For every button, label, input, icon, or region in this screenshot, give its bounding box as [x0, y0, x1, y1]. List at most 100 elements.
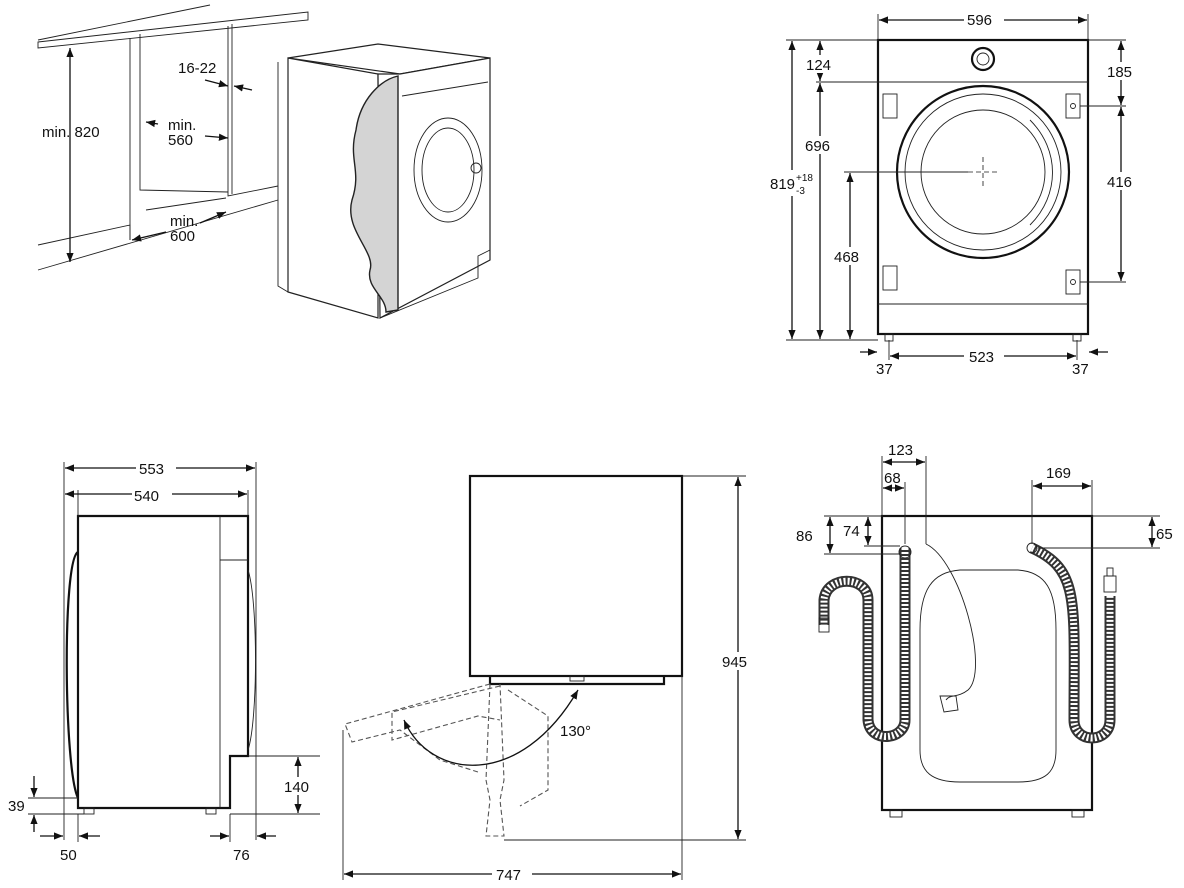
- machine-plinth: [379, 249, 491, 319]
- door-open-130: [391, 685, 501, 741]
- mask-596: [964, 10, 1004, 28]
- niche-gap-label: 16-22: [178, 60, 216, 77]
- side-door-profile: [65, 551, 79, 799]
- machine-door-outer: [413, 117, 483, 223]
- power-plug-icon: [939, 695, 959, 713]
- side-view: 553 540 39 50 140 76: [8, 459, 320, 864]
- power-cord: [925, 543, 976, 701]
- door-open-outline: [344, 683, 491, 773]
- worktop-edge: [37, 4, 211, 41]
- inlet-connector-top: [1106, 567, 1114, 577]
- rear-offset-label: 76: [233, 847, 250, 864]
- machine-door-handle: [470, 162, 482, 174]
- mask-819: [764, 170, 820, 196]
- hinge-spacing-label: 416: [1107, 174, 1132, 191]
- rear-foot-right: [1071, 809, 1085, 818]
- side-foot-front: [83, 807, 95, 815]
- inlet-offset-label: 169: [1046, 465, 1071, 482]
- niche-height-label: min. 820: [42, 124, 100, 141]
- front-offset-label: 50: [60, 847, 77, 864]
- side-depth-total-label: 553: [139, 461, 164, 478]
- foot-height-label: 39: [8, 798, 25, 815]
- feet-span-label: 523: [969, 349, 994, 366]
- door-hinge-top-left-icon: [882, 93, 898, 119]
- niche-view: min. 820 16-22 min. 560 min. 600: [37, 4, 491, 319]
- inlet-hose: [1029, 543, 1116, 744]
- rear-service-panel: [919, 569, 1057, 783]
- front-view: 596 819 +18 -3 124 696 468 185 416: [764, 10, 1140, 378]
- mask-540: [132, 486, 172, 504]
- niche-width-label-2: 560: [168, 132, 193, 149]
- door-hinge-bottom-right-icon: [1065, 269, 1081, 295]
- mask-185: [1104, 62, 1140, 80]
- gap-arrow-left: [204, 79, 229, 88]
- door-angle-label: 130°: [560, 723, 591, 740]
- rear-foot-left: [889, 809, 903, 818]
- niche-depth-label-2: 600: [170, 228, 195, 245]
- front-door-hinge-arc: [1029, 119, 1053, 226]
- niche-depth-label-1: min.: [170, 213, 198, 230]
- drain-offset-label: 68: [884, 470, 901, 487]
- door-open-side: [507, 689, 549, 807]
- control-panel-line: [401, 81, 489, 97]
- rear-step-label: 140: [284, 779, 309, 796]
- drum-center-label: 468: [834, 249, 859, 266]
- hinge-hole-top: [1070, 103, 1076, 109]
- front-door-height-label: 696: [805, 138, 830, 155]
- worktop: [37, 11, 309, 49]
- niche-depth-arrow-right: [199, 211, 227, 224]
- door-hinge-bottom-left-icon: [882, 265, 898, 291]
- front-height-tol-minus: -3: [796, 186, 805, 197]
- power-knob-icon: [970, 46, 996, 72]
- inlet-height-label: 65: [1156, 526, 1173, 543]
- hose-offset-label: 123: [888, 442, 913, 459]
- niche-width-arrow: [145, 119, 159, 128]
- front-height-tol-plus: +18: [796, 173, 813, 184]
- side-panel-cutaway: [350, 75, 399, 313]
- door-angle-arc: [403, 689, 579, 766]
- floor-line: [37, 199, 279, 271]
- rear-body: [880, 514, 1094, 812]
- top-door-closed: [488, 676, 666, 686]
- mask-523: [964, 346, 1004, 364]
- left-foot-label: 37: [876, 361, 893, 378]
- machine-door-inner: [421, 127, 475, 213]
- gap-arrow-right: [233, 84, 253, 92]
- front-body: [876, 38, 1090, 336]
- hinge-hole-bottom: [1070, 279, 1076, 285]
- hinge-top-label: 185: [1107, 64, 1132, 81]
- niche-width-label-1: min.: [168, 117, 196, 134]
- drain-inner-label: 74: [843, 523, 860, 540]
- inlet-hose-ribs: [1030, 544, 1114, 742]
- inlet-connector-icon: [1103, 575, 1117, 593]
- door-hinge-top-right-icon: [1065, 93, 1081, 119]
- mask-124: [804, 55, 838, 73]
- machine-panel-back: [277, 62, 289, 293]
- front-width-label: 596: [967, 12, 992, 29]
- mask-747: [492, 865, 532, 883]
- mask-553: [136, 459, 176, 477]
- machine-left-face: [287, 57, 379, 319]
- mask-696: [804, 136, 838, 154]
- right-foot-label: 37: [1072, 361, 1089, 378]
- niche-back-left: [139, 34, 229, 193]
- niche-depth-arrow: [131, 231, 167, 242]
- top-body: [468, 474, 684, 678]
- front-top-offset-label: 124: [806, 57, 831, 74]
- side-depth-body-label: 540: [134, 488, 159, 505]
- cabinet-left-base: [37, 224, 131, 246]
- rear-view: 123 68 86 74 169 65: [796, 442, 1173, 818]
- top-view: 130° 945 747: [342, 474, 756, 884]
- mask-468: [832, 247, 866, 265]
- niche-width-arrow-right: [204, 133, 229, 141]
- niche-floor: [145, 197, 227, 211]
- door-open-90: [485, 683, 505, 837]
- drain-height-label: 86: [796, 528, 813, 545]
- side-foot-rear: [205, 807, 217, 815]
- front-height-base: 819: [770, 176, 795, 193]
- mask-945: [720, 652, 756, 670]
- power-knob-inner: [976, 52, 990, 66]
- top-height-label: 945: [722, 654, 747, 671]
